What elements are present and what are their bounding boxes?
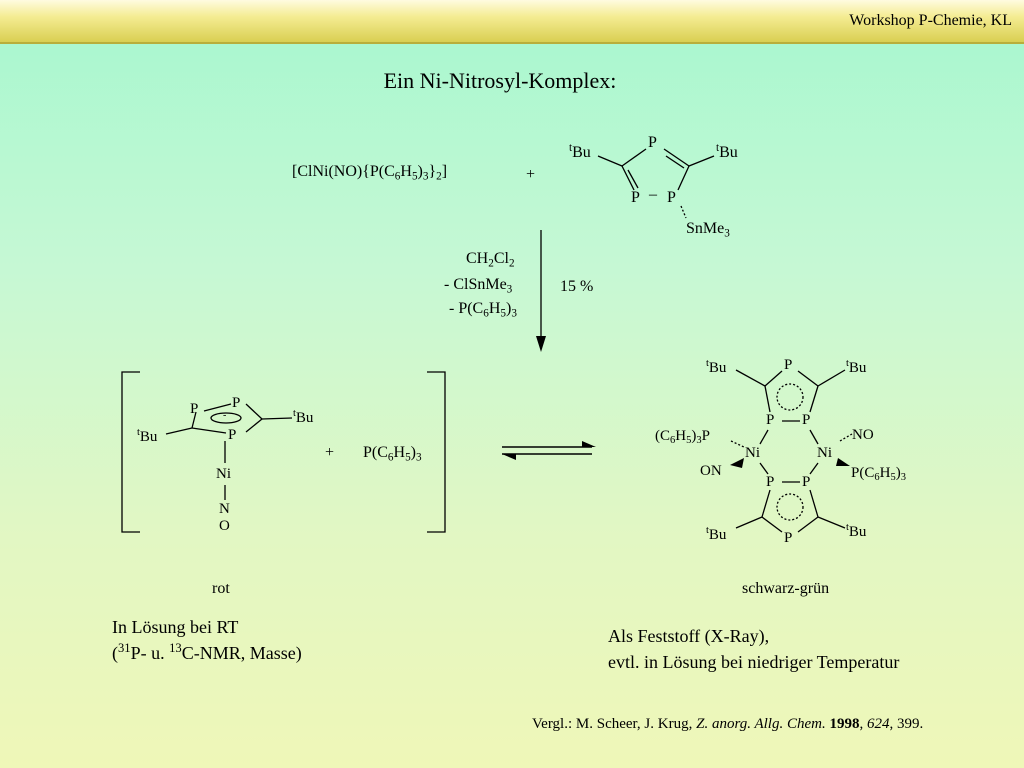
bond-line: [688, 155, 715, 167]
bond-line: [245, 403, 263, 420]
slide-title: Ein Ni-Nitrosyl-Komplex:: [383, 68, 617, 93]
ring-atom-p: P: [648, 134, 657, 151]
bond-line: [764, 385, 771, 413]
bond-line: [764, 370, 783, 387]
phosphine-ligand: P(C6H5)3: [363, 444, 422, 464]
bond-line: [809, 462, 819, 475]
condition-solvent: CH2Cl2: [466, 250, 515, 270]
n-atom: N: [219, 501, 230, 517]
bond-line: [680, 205, 687, 219]
equilibrium-arrowhead: [582, 441, 596, 447]
tbu-group: tBu: [846, 358, 867, 376]
tbu-group: tBu: [293, 408, 314, 426]
hashed-bond: [839, 433, 853, 442]
bond-line: [735, 369, 766, 387]
condition-byproduct: - ClSnMe3: [444, 276, 513, 296]
note-left-2: (31P- u. 13C-NMR, Masse): [112, 641, 302, 663]
note-left-1: In Lösung bei RT: [112, 617, 239, 637]
bond-line: [627, 169, 639, 189]
color-label-right: schwarz-grün: [742, 580, 830, 597]
aromatic-ring-circle: [776, 493, 804, 521]
bond-line: [191, 427, 227, 434]
bond-line: [809, 385, 819, 413]
phosphine-ligand: P(C6H5)3: [851, 465, 906, 484]
ring-atom-p: P: [802, 474, 811, 490]
bond-line: [165, 427, 193, 435]
tbu-group: tBu: [569, 141, 591, 161]
bond-line: [797, 516, 819, 533]
ring-atom-p: P: [631, 189, 640, 206]
tbu-group: tBu: [716, 141, 738, 161]
bracket-right: [427, 371, 446, 533]
bond-line: [203, 403, 232, 412]
bond-line: [621, 165, 635, 191]
note-right-1: Als Feststoff (X-Ray),: [608, 626, 770, 646]
charge-label: -: [223, 410, 227, 421]
header-text: Workshop P-Chemie, KL: [849, 12, 1012, 29]
ni-atom: Ni: [817, 445, 832, 461]
bond-line: [663, 148, 690, 167]
bond-line: [809, 429, 819, 445]
ni-atom: Ni: [745, 445, 760, 461]
bond-line: [817, 369, 846, 387]
aromatic-ring-circle: [776, 383, 804, 411]
bond-line: [761, 516, 783, 533]
color-label-left: rot: [212, 580, 230, 597]
nitrosyl-ligand: NO: [852, 427, 874, 443]
bond-line: [735, 516, 763, 529]
tbu-group: tBu: [706, 525, 727, 543]
bond-line: [191, 411, 197, 429]
tbu-group: tBu: [137, 427, 158, 445]
plus-sign: +: [526, 166, 536, 183]
bond-line: [621, 148, 647, 167]
bond-line: [759, 429, 769, 445]
reaction-arrowhead: [536, 336, 546, 352]
tbu-group: tBu: [706, 358, 727, 376]
bond-line: [665, 155, 685, 169]
nitrosyl-ligand: ON: [700, 463, 722, 479]
reactant-complex: [ClNi(NO){P(C6H5)3}2]: [292, 163, 448, 183]
ring-atom-p: P: [228, 427, 237, 443]
bond-line: [759, 462, 769, 475]
ring-atom-p: P: [190, 401, 199, 417]
hashed-bond: [730, 440, 745, 448]
aromatic-ring-circle: [210, 412, 242, 424]
condition-byproduct: - P(C6H5)3: [449, 300, 517, 320]
wedge-bond: [730, 458, 744, 468]
ring-atom-p: P: [784, 530, 793, 546]
bond-line: [809, 489, 819, 518]
ring-atom-p: P: [802, 412, 811, 428]
ring-atom-p: P: [232, 395, 241, 411]
bond-line: [597, 155, 623, 167]
yield-label: 15 %: [560, 278, 594, 295]
equilibrium-arrowhead: [502, 454, 516, 460]
wedge-bond: [836, 458, 850, 466]
plus-sign: +: [325, 444, 335, 461]
bond-line: [797, 370, 819, 387]
bracket-left: [121, 371, 140, 533]
ring-atom-p: P: [784, 357, 793, 373]
bond-line: [677, 165, 690, 191]
ring-atom-p: P: [667, 189, 676, 206]
bond-label: –: [649, 186, 657, 203]
note-right-2: evtl. in Lösung bei niedriger Temperatur: [608, 652, 900, 672]
phosphine-ligand: (C6H5)3P: [655, 428, 710, 447]
header-bar: Workshop P-Chemie, KL: [0, 0, 1024, 44]
ni-atom: Ni: [216, 466, 231, 482]
tbu-group: tBu: [846, 522, 867, 540]
ring-atom-p: P: [766, 412, 775, 428]
bond-line: [817, 516, 846, 529]
bond-line: [245, 418, 263, 433]
bond-line: [761, 489, 771, 518]
o-atom: O: [219, 518, 230, 534]
ring-atom-p: P: [766, 474, 775, 490]
reference: Vergl.: M. Scheer, J. Krug, Z. anorg. Al…: [532, 716, 924, 732]
bond-line: [261, 417, 293, 420]
snme3-group: SnMe3: [686, 220, 730, 240]
